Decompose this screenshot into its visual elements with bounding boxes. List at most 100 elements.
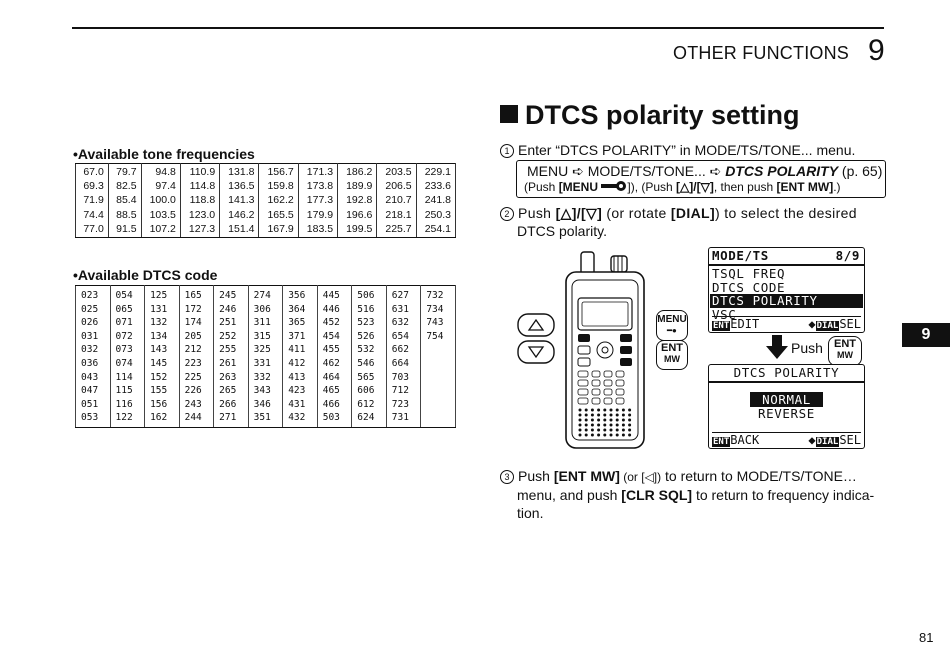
menu-key-icon: MENU━● [656,310,688,341]
table-cell: 043 [75,370,111,385]
table-cell: 412 [282,356,318,371]
table-cell: 271 [213,411,249,428]
menu-path-box: MENU ➪ MODE/TS/TONE... ➪ DTCS POLARITY (… [516,160,886,198]
table-cell: 189.9 [337,179,378,194]
table-cell: 261 [213,356,249,371]
table-cell: 516 [351,302,387,317]
table-cell: 85.4 [107,193,142,208]
table-cell: 445 [316,284,353,303]
table-cell: 155 [144,384,180,398]
table-cell: 244 [178,411,215,428]
table-cell: 114.8 [179,179,221,194]
table-cell: 100.0 [140,193,181,208]
table-cell: 331 [247,356,284,371]
table-cell: 654 [385,329,422,344]
arrow-right-icon: ➪ [709,163,722,179]
table-cell: 74.4 [75,207,109,222]
table-cell [420,384,456,398]
table-cell: 229.1 [415,163,457,180]
table-cell: 145 [144,356,180,371]
table-cell: 065 [109,302,146,317]
table-cell: 072 [109,329,146,344]
table-cell: 88.5 [107,207,142,222]
table-cell: 025 [75,302,111,317]
table-cell: 199.5 [337,221,378,239]
table-cell: 432 [282,411,318,428]
table-cell: 734 [420,302,456,317]
table-cell: 97.4 [140,179,181,194]
table-cell: 251 [213,316,249,330]
table-cell: 263 [213,370,249,385]
table-cell: 462 [316,356,353,371]
table-cell: 274 [247,284,284,303]
table-cell: 255 [213,343,249,357]
table-cell: 054 [109,284,146,303]
table-cell: 546 [351,356,387,371]
table-cell: 523 [351,316,387,330]
lcd-menu-item: DTCS CODE [712,279,786,295]
lcd-menu-item: TSQL FREQ [712,266,786,281]
table-cell: 364 [282,302,318,317]
table-cell: 77.0 [75,221,109,239]
tone-heading: •Available tone frequencies [73,146,255,162]
table-cell: 446 [316,302,353,317]
table-cell: 632 [385,316,422,330]
table-cell: 131 [144,302,180,317]
lcd-menu-item: DTCS POLARITY [710,294,863,308]
table-cell: 156.7 [258,163,299,180]
table-cell: 226 [178,384,215,398]
table-cell: 631 [385,302,422,317]
chapter-tab: 9 [902,323,950,347]
table-cell: 431 [282,397,318,412]
table-cell [420,370,456,385]
table-cell: 754 [420,329,456,344]
table-cell: 454 [316,329,353,344]
table-cell: 136.5 [219,179,260,194]
table-cell: 107.2 [140,221,181,239]
table-cell: 526 [351,329,387,344]
table-cell: 103.5 [140,207,181,222]
table-cell: 183.5 [297,221,339,239]
table-cell: 67.0 [75,163,109,180]
table-cell: 114 [109,370,146,385]
table-cell: 265 [213,384,249,398]
table-cell: 464 [316,370,353,385]
table-cell: 210.7 [376,193,417,208]
table-cell: 165.5 [258,207,299,222]
table-cell: 026 [75,316,111,330]
section-title: OTHER FUNCTIONS [673,43,849,63]
table-cell: 134 [144,329,180,344]
up-down-icon: ◆ [808,433,816,447]
chapter-number: 9 [868,34,885,67]
table-cell: 051 [75,397,111,412]
table-cell: 233.6 [415,179,457,194]
table-cell: 223 [178,356,215,371]
header-rule [72,27,884,29]
table-cell: 346 [247,397,284,412]
step-number: 3 [500,470,514,484]
lcd-option: REVERSE [758,406,815,421]
table-cell: 343 [247,384,284,398]
table-cell: 173.8 [297,179,339,194]
table-cell: 743 [420,316,456,330]
table-cell: 151.4 [219,221,260,239]
table-cell: 165 [178,284,215,303]
table-cell: 203.5 [376,163,417,180]
table-cell: 218.1 [376,207,417,222]
key-icon [601,180,627,194]
table-cell: 123.0 [179,207,221,222]
table-cell: 723 [385,397,422,412]
